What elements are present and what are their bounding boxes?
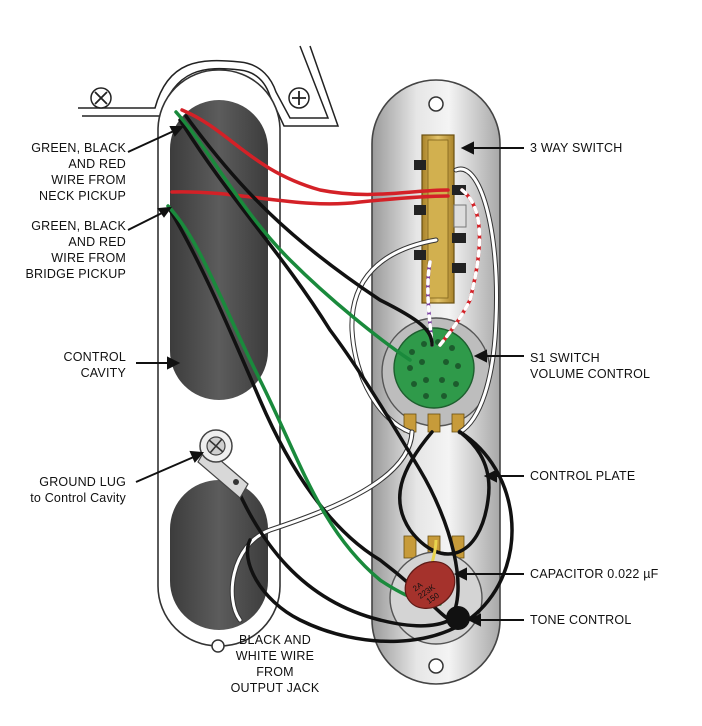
screw-icon	[90, 87, 112, 109]
tone-knob-icon	[446, 606, 470, 630]
label-tone-control: TONE CONTROL	[530, 613, 632, 627]
pointer-arrows	[127, 126, 524, 627]
label-control-cavity: CONTROL CAVITY	[63, 350, 126, 380]
capacitor-shape	[404, 539, 456, 609]
label-control-plate: CONTROL PLATE	[530, 469, 636, 483]
label-three-way-switch: 3 WAY SWITCH	[530, 141, 623, 155]
three-way-switch-shape	[414, 134, 467, 304]
ground-lug-shape	[197, 429, 249, 499]
label-neck-pickup: GREEN, BLACK AND RED WIRE FROM NECK PICK…	[31, 141, 126, 203]
screw-icon	[288, 87, 310, 109]
wire-bundle	[166, 108, 514, 644]
label-output-jack: BLACK AND WHITE WIRE FROM OUTPUT JACK	[230, 633, 320, 695]
label-s1-switch: S1 SWITCH VOLUME CONTROL	[530, 351, 651, 381]
hole-icon	[211, 639, 225, 653]
label-ground-lug: GROUND LUG to Control Cavity	[30, 475, 126, 505]
label-bridge-pickup: GREEN, BLACK AND RED WIRE FROM BRIDGE PI…	[25, 219, 126, 281]
label-capacitor: CAPACITOR 0.022 µF	[530, 567, 659, 581]
